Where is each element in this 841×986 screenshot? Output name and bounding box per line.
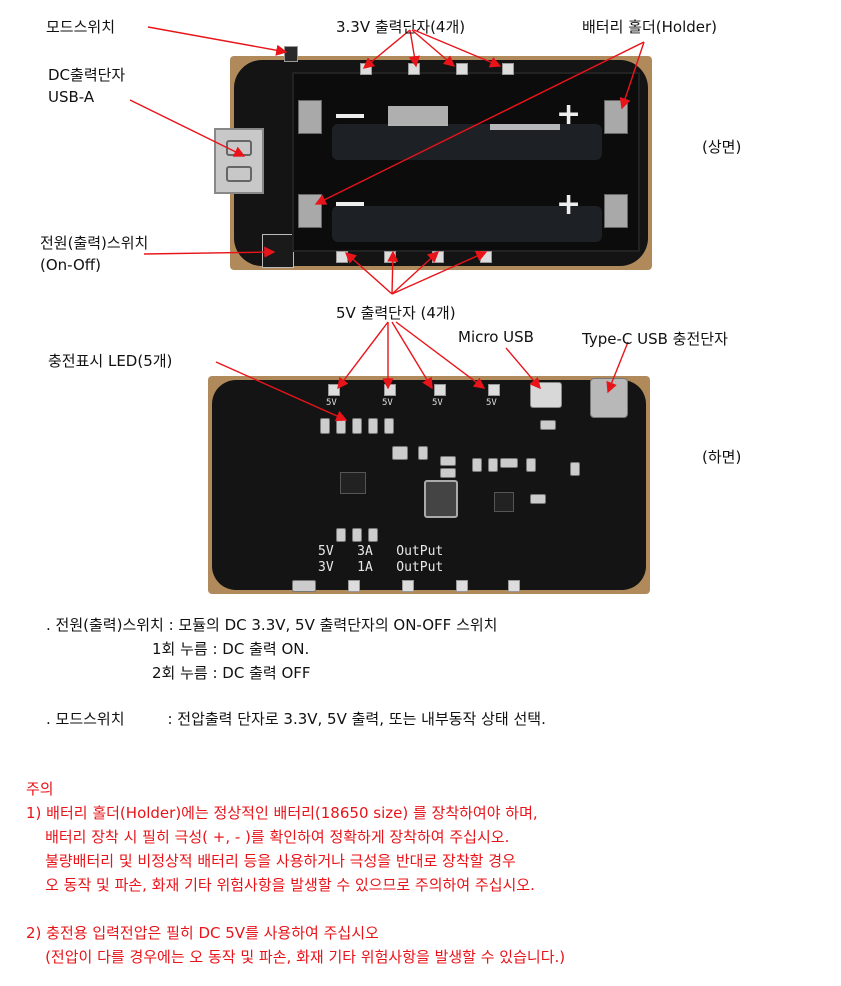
desc-mode-switch: . 모드스위치 : 전압출력 단자로 3.3V, 5V 출력, 또는 내부동작 … — [46, 710, 546, 728]
label-33v-terminals: 3.3V 출력단자(4개) — [336, 18, 466, 36]
silkscreen-3v: 3V 1A OutPut — [318, 560, 444, 575]
desc-press-2: 2회 누름 : DC 출력 OFF — [152, 664, 311, 682]
battery-clip — [604, 100, 628, 134]
label-5v-terminals: 5V 출력단자 (4개) — [336, 304, 456, 322]
caution-item1-line2: 배터리 장착 시 필히 극성( +, - )를 확인하여 정확하게 장착하여 주… — [26, 828, 510, 846]
bottom-view-photo: 5V 5V 5V 5V 5V 3A OutPut 3V 1A OutPut — [208, 376, 650, 594]
label-power-switch: 전원(출력)스위치 — [40, 234, 149, 252]
caution-item1-line1: 1) 배터리 홀더(Holder)에는 정상적인 배터리(18650 size)… — [26, 804, 538, 822]
usb-a-connector — [214, 128, 264, 194]
label-battery-holder: 배터리 홀더(Holder) — [582, 18, 718, 36]
desc-press-1: 1회 누름 : DC 출력 ON. — [152, 640, 310, 658]
label-dc-output: DC출력단자 — [48, 66, 126, 84]
battery-clip — [298, 100, 322, 134]
charge-led — [384, 418, 394, 434]
label-bottom-view: (하면) — [702, 448, 742, 466]
terminal-label: 5V — [382, 398, 393, 408]
type-c-port — [590, 378, 628, 418]
label-micro-usb: Micro USB — [458, 328, 534, 346]
caution-item2-line1: 2) 충전용 입력전압은 필히 DC 5V를 사용하여 주십시오 — [26, 924, 379, 942]
charge-led — [320, 418, 330, 434]
caution-title: 주의 — [26, 780, 54, 798]
silkscreen-5v: 5V 3A OutPut — [318, 544, 444, 559]
top-view-photo: + + — [212, 44, 652, 284]
label-charge-led: 충전표시 LED(5개) — [48, 352, 173, 370]
caution-item1-line3: 불량배터리 및 비정상적 배터리 등을 사용하거나 극성을 반대로 장착할 경우 — [26, 852, 516, 870]
battery-clip — [604, 194, 628, 228]
desc-power-switch: . 전원(출력)스위치 : 모듈의 DC 3.3V, 5V 출력단자의 ON-O… — [46, 616, 498, 634]
label-top-view: (상면) — [702, 138, 742, 156]
caution-item2-line2: (전압이 다를 경우에는 오 동작 및 파손, 화재 기타 위험사항을 발생할 … — [26, 948, 566, 966]
terminal-label: 5V — [486, 398, 497, 408]
charge-led — [352, 418, 362, 434]
caution-item1-line4: 오 동작 및 파손, 화재 기타 위험사항을 발생할 수 있으므로 주의하여 주… — [26, 876, 535, 894]
inductor — [424, 480, 458, 518]
terminal-label: 5V — [326, 398, 337, 408]
label-type-c: Type-C USB 충전단자 — [582, 330, 728, 348]
terminal-label: 5V — [432, 398, 443, 408]
charge-led — [368, 418, 378, 434]
label-on-off: (On-Off) — [40, 256, 101, 274]
label-usb-a: USB-A — [48, 88, 95, 106]
label-mode-switch: 모드스위치 — [46, 18, 116, 36]
